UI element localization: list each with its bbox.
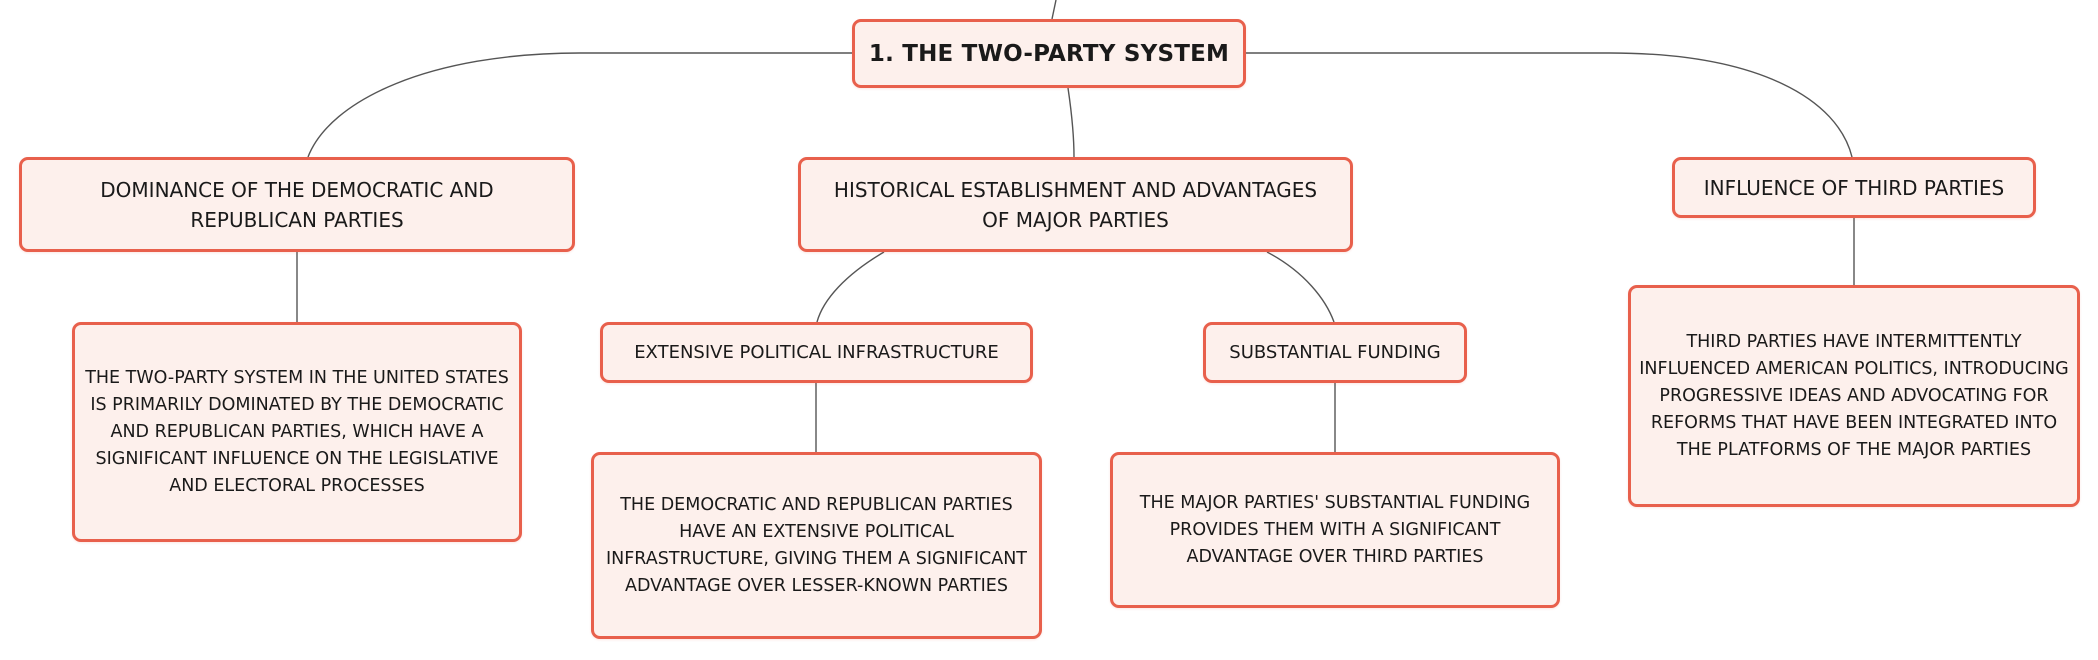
topic-historical-label: HISTORICAL ESTABLISHMENT AND ADVANTAGES … bbox=[833, 177, 1318, 232]
topic-historical-node[interactable]: HISTORICAL ESTABLISHMENT AND ADVANTAGES … bbox=[798, 157, 1353, 252]
detail-funding-text: THE MAJOR PARTIES' SUBSTANTIAL FUNDING P… bbox=[1139, 492, 1531, 567]
detail-dominance-node[interactable]: THE TWO-PARTY SYSTEM IN THE UNITED STATE… bbox=[72, 322, 522, 542]
topic-dominance-label: DOMINANCE OF THE DEMOCRATIC AND REPUBLIC… bbox=[100, 177, 494, 232]
subtopic-infrastructure-label: EXTENSIVE POLITICAL INFRASTRUCTURE bbox=[634, 341, 999, 363]
connector-historical-to-funding bbox=[1266, 251, 1335, 323]
subtopic-funding-node[interactable]: SUBSTANTIAL FUNDING bbox=[1203, 322, 1467, 383]
connector-root-to-dominance bbox=[307, 52, 852, 158]
subtopic-infrastructure-node[interactable]: EXTENSIVE POLITICAL INFRASTRUCTURE bbox=[600, 322, 1033, 383]
detail-dominance-text: THE TWO-PARTY SYSTEM IN THE UNITED STATE… bbox=[85, 367, 509, 496]
detail-third-parties-node[interactable]: THIRD PARTIES HAVE INTERMITTENTLY INFLUE… bbox=[1628, 285, 2080, 507]
connector-parent-to-root bbox=[1051, 0, 1057, 20]
connector-historical-to-infrastructure bbox=[816, 251, 885, 323]
detail-infrastructure-node[interactable]: THE DEMOCRATIC AND REPUBLICAN PARTIES HA… bbox=[591, 452, 1042, 639]
topic-third-parties-node[interactable]: INFLUENCE OF THIRD PARTIES bbox=[1672, 157, 2036, 218]
topic-dominance-node[interactable]: DOMINANCE OF THE DEMOCRATIC AND REPUBLIC… bbox=[19, 157, 575, 252]
detail-funding-node[interactable]: THE MAJOR PARTIES' SUBSTANTIAL FUNDING P… bbox=[1110, 452, 1560, 608]
root-topic-label: 1. THE TWO-PARTY SYSTEM bbox=[868, 40, 1230, 67]
detail-infrastructure-text: THE DEMOCRATIC AND REPUBLICAN PARTIES HA… bbox=[605, 494, 1028, 596]
detail-third-parties-text: THIRD PARTIES HAVE INTERMITTENTLY INFLUE… bbox=[1639, 331, 2069, 460]
subtopic-funding-label: SUBSTANTIAL FUNDING bbox=[1229, 341, 1441, 363]
topic-third-parties-label: INFLUENCE OF THIRD PARTIES bbox=[1703, 175, 2005, 200]
root-topic-node[interactable]: 1. THE TWO-PARTY SYSTEM bbox=[852, 19, 1246, 88]
connector-root-to-historical bbox=[1067, 87, 1075, 158]
connector-root-to-third-parties bbox=[1246, 52, 1853, 158]
